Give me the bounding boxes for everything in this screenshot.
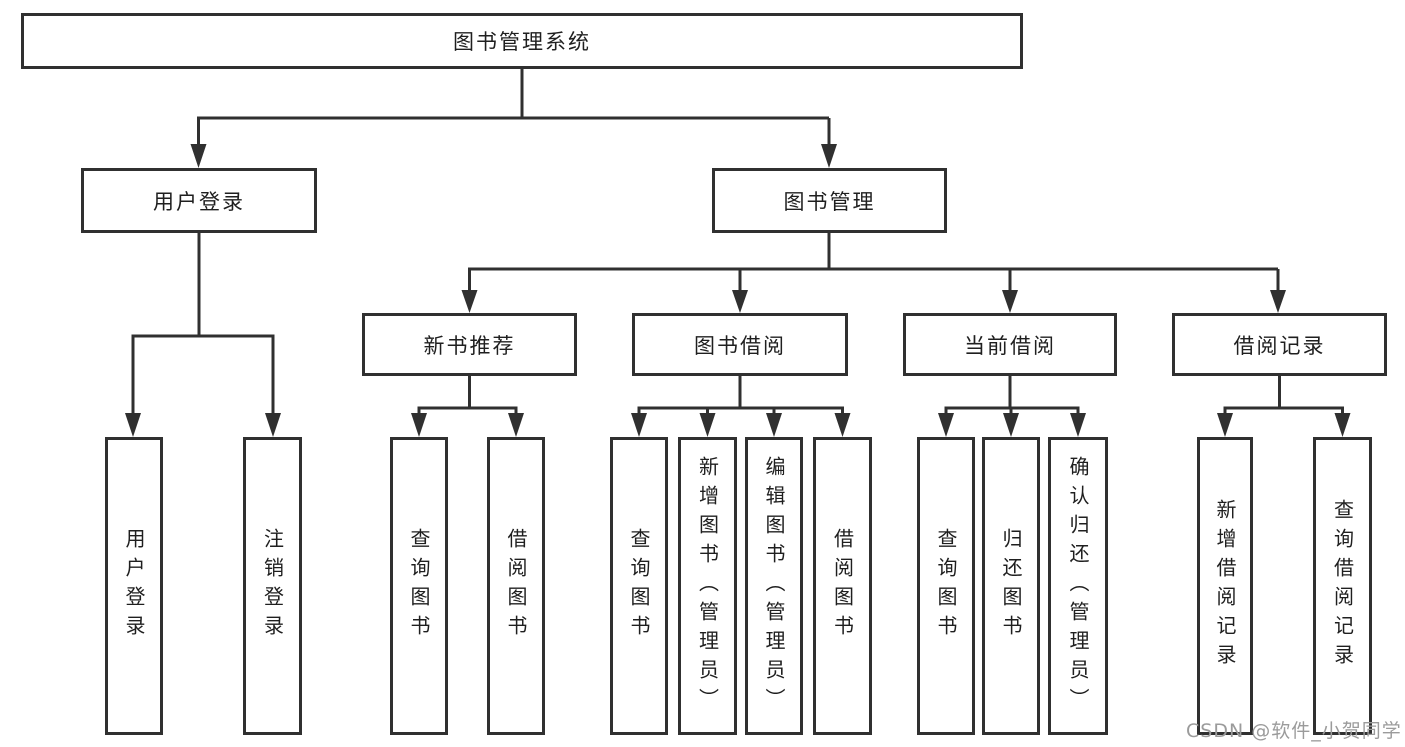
leaf-query-books-3: 查询图书	[917, 437, 975, 735]
node-book-borrow: 图书借阅	[632, 313, 848, 376]
leaf-label: 查询图书	[407, 528, 431, 644]
leaf-query-books-2: 查询图书	[610, 437, 668, 735]
leaf-label: 注销登录	[260, 528, 285, 644]
node-root: 图书管理系统	[21, 13, 1023, 69]
leaf-query-books-1: 查询图书	[390, 437, 448, 735]
leaf-add-borrow-record: 新增借阅记录	[1197, 437, 1253, 735]
leaf-label: 归还图书	[999, 528, 1023, 644]
node-borrow-records: 借阅记录	[1172, 313, 1387, 376]
leaf-borrow-books-2: 借阅图书	[813, 437, 872, 735]
leaf-label: 新增借阅记录	[1213, 499, 1237, 673]
leaf-confirm-return-admin: 确认归还（管理员）	[1048, 437, 1108, 735]
node-book-management: 图书管理	[712, 168, 947, 233]
leaf-logout: 注销登录	[243, 437, 302, 735]
leaf-label: 查询借阅记录	[1330, 499, 1355, 673]
leaf-label: 用户登录	[122, 528, 146, 644]
leaf-return-book: 归还图书	[982, 437, 1040, 735]
leaf-borrow-books-1: 借阅图书	[487, 437, 545, 735]
leaf-label: 编辑图书（管理员）	[762, 455, 786, 717]
leaf-label: 查询图书	[627, 528, 651, 644]
leaf-user-login: 用户登录	[105, 437, 163, 735]
node-new-book-recommend: 新书推荐	[362, 313, 577, 376]
leaf-label: 新增图书（管理员）	[695, 455, 720, 717]
node-current-borrow: 当前借阅	[903, 313, 1117, 376]
leaf-label: 借阅图书	[504, 528, 528, 644]
csdn-watermark: CSDN @软件_小贺同学	[1186, 720, 1402, 742]
leaf-add-book-admin: 新增图书（管理员）	[678, 437, 737, 735]
leaf-label: 查询图书	[934, 528, 958, 644]
leaf-query-borrow-record: 查询借阅记录	[1313, 437, 1372, 735]
node-user-login: 用户登录	[81, 168, 317, 233]
leaf-label: 借阅图书	[830, 528, 855, 644]
leaf-edit-book-admin: 编辑图书（管理员）	[745, 437, 803, 735]
leaf-label: 确认归还（管理员）	[1066, 455, 1090, 717]
